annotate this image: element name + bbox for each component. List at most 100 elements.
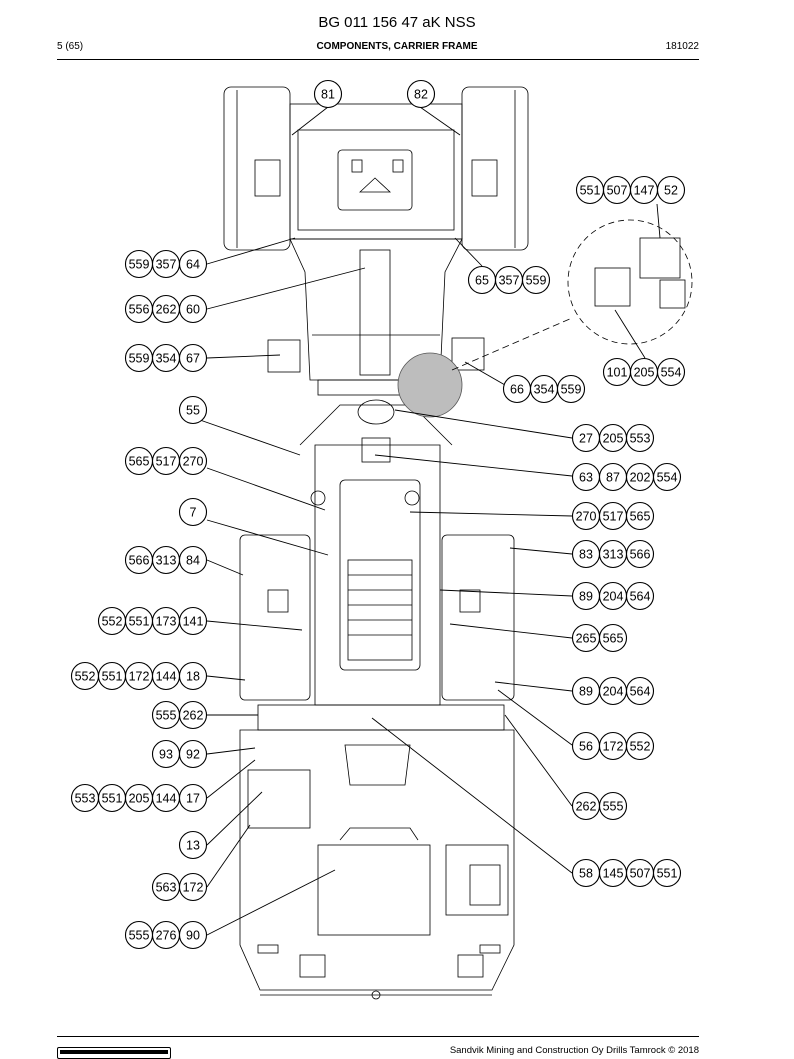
callout-number: 354 bbox=[534, 383, 555, 397]
callout-number: 89 bbox=[579, 590, 593, 604]
callout-number: 265 bbox=[576, 632, 597, 646]
callout-circle bbox=[625, 423, 655, 453]
callout-number: 354 bbox=[156, 352, 177, 366]
left-compartment bbox=[239, 534, 311, 701]
callout-c559-354-67: 559 354 67 bbox=[124, 343, 208, 373]
callout-circle bbox=[313, 79, 343, 109]
callout-number: 262 bbox=[156, 303, 177, 317]
callout-c559-357-64: 559 357 64 bbox=[124, 249, 208, 279]
callout-number: 559 bbox=[129, 352, 150, 366]
callout-number: 357 bbox=[499, 274, 520, 288]
callout-circle bbox=[625, 581, 655, 611]
callout-c81: 81 bbox=[313, 79, 343, 109]
callout-number: 507 bbox=[607, 184, 628, 198]
callout-number: 13 bbox=[186, 839, 200, 853]
callout-number: 63 bbox=[579, 471, 593, 485]
callout-number: 559 bbox=[561, 383, 582, 397]
callout-number: 66 bbox=[510, 383, 524, 397]
callout-number: 17 bbox=[186, 792, 200, 806]
callout-number: 559 bbox=[526, 274, 547, 288]
callout-number: 93 bbox=[159, 748, 173, 762]
callout-number: 145 bbox=[603, 867, 624, 881]
callout-circle bbox=[178, 661, 208, 691]
callout-circle bbox=[178, 395, 208, 425]
document-number: BG 011 156 47 aK NSS bbox=[318, 14, 476, 31]
callout-circle bbox=[178, 446, 208, 476]
callout-number: 552 bbox=[75, 670, 96, 684]
footer-copyright: Sandvik Mining and Construction Oy Drill… bbox=[449, 1045, 699, 1056]
callout-number: 566 bbox=[630, 548, 651, 562]
callout-number: 551 bbox=[580, 184, 601, 198]
callout-number: 172 bbox=[183, 881, 204, 895]
callout-circle bbox=[178, 545, 208, 575]
callout-c82: 82 bbox=[406, 79, 436, 109]
callout-number: 507 bbox=[630, 867, 651, 881]
front-plate bbox=[317, 844, 431, 936]
callout-number: 551 bbox=[657, 867, 678, 881]
callout-number: 357 bbox=[156, 258, 177, 272]
sandvik-logo bbox=[57, 1047, 171, 1059]
callout-number: 565 bbox=[603, 632, 624, 646]
callout-number: 270 bbox=[183, 455, 204, 469]
callout-number: 55 bbox=[186, 404, 200, 418]
callout-c551-507-147-52: 551 507 147 52 bbox=[575, 175, 686, 205]
front-chassis bbox=[239, 729, 515, 991]
callout-number: 81 bbox=[321, 88, 335, 102]
section-title: COMPONENTS, CARRIER FRAME bbox=[316, 41, 478, 52]
callout-number: 559 bbox=[129, 258, 150, 272]
callout-circle bbox=[178, 872, 208, 902]
callout-number: 172 bbox=[603, 740, 624, 754]
callout-number: 551 bbox=[102, 670, 123, 684]
callout-number: 82 bbox=[414, 88, 428, 102]
callout-c55: 55 bbox=[178, 395, 208, 425]
callout-number: 551 bbox=[129, 615, 150, 629]
callout-circle bbox=[178, 830, 208, 860]
callout-c66-354-559: 66 354 559 bbox=[502, 374, 586, 404]
carrier-frame-drawing bbox=[223, 86, 693, 1000]
front-cross-beam bbox=[257, 704, 505, 731]
footer-rule bbox=[57, 1036, 699, 1037]
callout-number: 517 bbox=[156, 455, 177, 469]
callout-circle bbox=[178, 739, 208, 769]
callout-number: 554 bbox=[661, 366, 682, 380]
callout-number: 564 bbox=[630, 685, 651, 699]
callout-number: 64 bbox=[186, 258, 200, 272]
callout-number: 204 bbox=[603, 685, 624, 699]
callout-number: 18 bbox=[186, 670, 200, 684]
callout-number: 147 bbox=[634, 184, 655, 198]
leader-lines bbox=[199, 106, 661, 936]
callout-circle bbox=[625, 539, 655, 569]
callout-number: 172 bbox=[129, 670, 150, 684]
callout-number: 563 bbox=[156, 881, 177, 895]
callout-number: 83 bbox=[579, 548, 593, 562]
callout-c58-145-507-551: 58 145 507 551 bbox=[571, 858, 682, 888]
callout-number: 52 bbox=[664, 184, 678, 198]
callout-number: 313 bbox=[156, 554, 177, 568]
callout-number: 65 bbox=[475, 274, 489, 288]
callout-number: 313 bbox=[603, 548, 624, 562]
callout-c7: 7 bbox=[178, 497, 208, 527]
callout-c65-357-559: 65 357 559 bbox=[467, 265, 551, 295]
callout-number: 58 bbox=[579, 867, 593, 881]
callout-number: 90 bbox=[186, 929, 200, 943]
rear-hitch bbox=[337, 149, 413, 211]
callout-number: 555 bbox=[603, 800, 624, 814]
callout-circle bbox=[598, 791, 628, 821]
callout-number: 67 bbox=[186, 352, 200, 366]
callout-number: 270 bbox=[576, 510, 597, 524]
callout-number: 87 bbox=[606, 471, 620, 485]
callout-number: 554 bbox=[657, 471, 678, 485]
callout-number: 555 bbox=[156, 709, 177, 723]
callout-number: 205 bbox=[634, 366, 655, 380]
